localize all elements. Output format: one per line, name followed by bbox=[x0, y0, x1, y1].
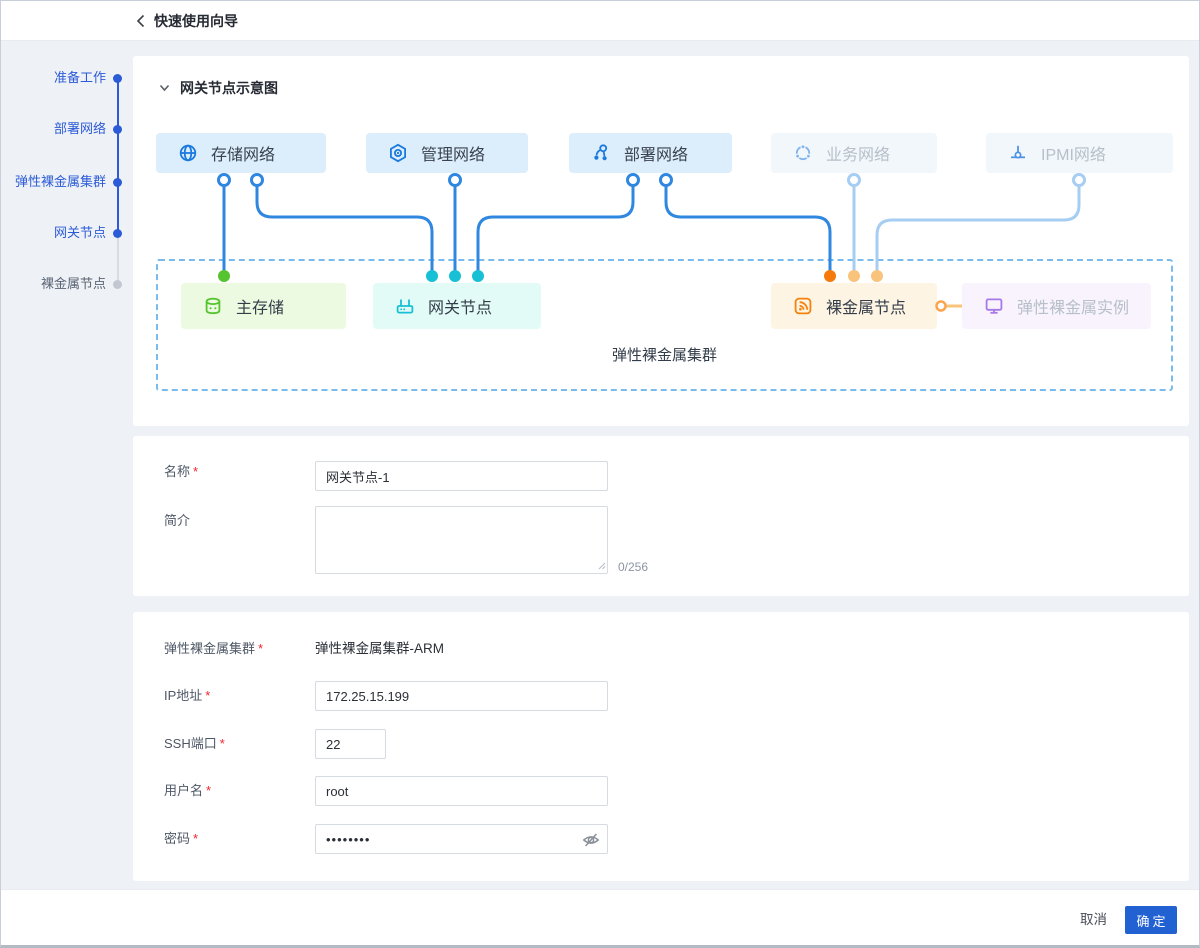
node-label: 裸金属节点 bbox=[826, 300, 907, 317]
diagram-collapse-header[interactable]: 网关节点示意图 bbox=[159, 78, 278, 98]
step-dot bbox=[113, 73, 122, 83]
step-item-baremetal-node[interactable]: 裸金属节点 bbox=[40, 276, 106, 291]
node-box-gateway-node: 网关节点 bbox=[373, 283, 541, 329]
network-box-business: 业务网络 bbox=[771, 133, 937, 173]
step-dot bbox=[113, 228, 122, 238]
monitor-icon bbox=[985, 298, 1003, 314]
back-button[interactable] bbox=[129, 10, 151, 32]
share-nodes-icon bbox=[594, 144, 608, 161]
chevron-down-icon bbox=[159, 84, 170, 92]
stepper-line-pending bbox=[116, 233, 119, 284]
required-marker: * bbox=[258, 641, 264, 656]
username-label: 用户名* bbox=[164, 783, 212, 798]
database-icon bbox=[205, 297, 221, 315]
required-marker: * bbox=[206, 783, 212, 798]
password-label: 密码* bbox=[164, 831, 199, 846]
cluster-label: 弹性裸金属集群 bbox=[611, 347, 717, 364]
network-box-ipmi: IPMI网络 bbox=[986, 133, 1173, 173]
node-label: 弹性裸金属实例 bbox=[1017, 300, 1130, 317]
settings-hex-icon bbox=[390, 143, 407, 163]
chevron-left-icon bbox=[136, 14, 144, 28]
page-title: 快速使用向导 bbox=[154, 13, 238, 29]
network-label: IPMI网络 bbox=[1041, 147, 1106, 164]
network-label: 部署网络 bbox=[624, 147, 689, 164]
ip-input[interactable] bbox=[315, 681, 608, 711]
connection-form-card: 弹性裸金属集群* 弹性裸金属集群-ARM IP地址* SSH端口* 用户名* 密… bbox=[133, 612, 1189, 881]
node-box-baremetal-node: 裸金属节点 bbox=[771, 283, 937, 329]
node-box-baremetal-instance: 弹性裸金属实例 bbox=[962, 283, 1151, 329]
required-marker: * bbox=[193, 831, 199, 846]
description-textarea[interactable] bbox=[315, 506, 608, 574]
network-label: 存储网络 bbox=[211, 147, 276, 164]
node-label: 主存储 bbox=[236, 300, 285, 317]
step-dot bbox=[113, 177, 122, 187]
network-label: 业务网络 bbox=[826, 147, 891, 164]
cancel-button[interactable]: 取消 bbox=[1080, 890, 1107, 945]
password-input[interactable] bbox=[315, 824, 608, 854]
cluster-field-label: 弹性裸金属集群* bbox=[164, 641, 264, 656]
description-field-wrap bbox=[315, 506, 608, 574]
network-box-management: 管理网络 bbox=[366, 133, 528, 173]
basic-form-card: 名称* 简介 0/256 bbox=[133, 436, 1189, 596]
required-marker: * bbox=[193, 464, 199, 479]
required-marker: * bbox=[205, 688, 211, 703]
header: 快速使用向导 bbox=[1, 1, 1199, 41]
globe-icon bbox=[179, 144, 197, 162]
step-item-prepare[interactable]: 准备工作 bbox=[53, 70, 106, 85]
gateway-node-diagram: 弹性裸金属集群 存储网络 bbox=[133, 56, 1189, 426]
content-area: 准备工作 部署网络 弹性裸金属集群 网关节点 裸金属节点 网关节点示意图 弹性裸… bbox=[1, 41, 1199, 945]
step-dot bbox=[113, 279, 122, 289]
cluster-icon bbox=[794, 144, 811, 161]
network-label: 管理网络 bbox=[421, 147, 486, 164]
char-counter: 0/256 bbox=[618, 560, 649, 574]
password-field-wrap bbox=[315, 824, 608, 854]
network-box-deployment: 部署网络 bbox=[569, 133, 732, 173]
resize-handle-icon[interactable] bbox=[596, 560, 606, 570]
ssh-port-label: SSH端口* bbox=[164, 736, 225, 751]
diagram-section-title: 网关节点示意图 bbox=[180, 80, 278, 96]
step-item-gateway-node[interactable]: 网关节点 bbox=[53, 225, 106, 240]
diagram-card: 网关节点示意图 弹性裸金属集群 存储网络 bbox=[133, 56, 1189, 426]
required-marker: * bbox=[219, 736, 225, 751]
username-input[interactable] bbox=[315, 776, 608, 806]
ip-label: IP地址* bbox=[164, 688, 211, 703]
cluster-value: 弹性裸金属集群-ARM bbox=[315, 641, 444, 656]
stepper-line-done bbox=[116, 78, 119, 233]
confirm-button[interactable]: 确定 bbox=[1125, 906, 1177, 934]
step-dot bbox=[113, 124, 122, 134]
node-label: 网关节点 bbox=[428, 300, 493, 317]
router-icon bbox=[396, 299, 414, 314]
node-box-primary-storage: 主存储 bbox=[181, 283, 346, 329]
eye-slash-icon[interactable] bbox=[582, 831, 600, 849]
network-box-storage: 存储网络 bbox=[156, 133, 326, 173]
ssh-port-input[interactable] bbox=[315, 729, 386, 759]
step-item-cluster[interactable]: 弹性裸金属集群 bbox=[14, 174, 106, 189]
description-label: 简介 bbox=[164, 513, 191, 528]
name-input[interactable] bbox=[315, 461, 608, 491]
footer-action-bar: 取消 确定 bbox=[1, 889, 1199, 945]
rss-icon bbox=[794, 297, 812, 315]
name-label: 名称* bbox=[164, 464, 199, 479]
terminal-icon bbox=[1011, 145, 1025, 159]
step-item-deploy-network[interactable]: 部署网络 bbox=[53, 121, 106, 136]
